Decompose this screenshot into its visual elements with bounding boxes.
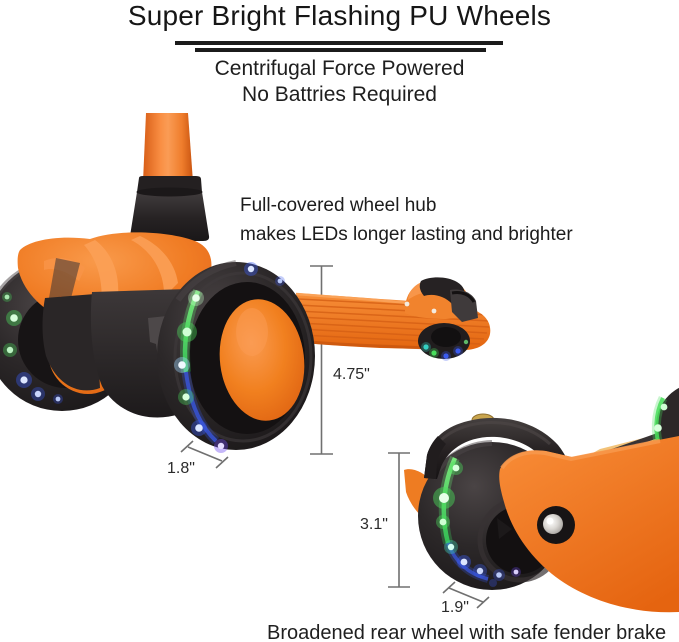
- dim-label-deck-height: 4.75": [333, 366, 370, 383]
- title-underline-bottom: [195, 48, 486, 52]
- dim-label-rear-wheel-width: 1.9": [441, 599, 469, 616]
- dim-line-rear-wheel-width: [442, 581, 490, 609]
- hub-annotation: Full-covered wheel hub makes LEDs longer…: [240, 191, 573, 249]
- dimension-lines: [180, 265, 490, 609]
- clamp: [129, 192, 210, 241]
- page-title: Super Bright Flashing PU Wheels: [127, 0, 552, 31]
- rear-wheel-small: [418, 323, 470, 361]
- axle-bolt: [543, 514, 563, 534]
- bottom-caption: Broadened rear wheel with safe fender br…: [267, 622, 667, 642]
- led-lights-left: [2, 292, 63, 404]
- dim-line-rear-wheel-height: [388, 452, 410, 588]
- clamp-collar: [137, 176, 202, 192]
- rear-fender-small: [404, 277, 478, 322]
- clamp-top-shadow: [136, 187, 203, 197]
- stem: [143, 113, 193, 182]
- fender-brake: [424, 417, 574, 479]
- dim-label-front-wheel-width: 1.8": [167, 460, 195, 477]
- front-right-wheel: [157, 260, 315, 453]
- hub-annotation-line1: Full-covered wheel hub: [240, 195, 437, 216]
- scooter-front-view: [0, 113, 491, 453]
- dim-line-front-wheel-width: [180, 440, 229, 469]
- subtitle-line1: Centrifugal Force Powered: [214, 57, 465, 80]
- subtitle-line2: No Battries Required: [242, 83, 437, 106]
- hub-annotation-line2: makes LEDs longer lasting and brighter: [240, 224, 573, 245]
- rear-wheel-closeup: [404, 387, 679, 613]
- rear-frame: [497, 436, 679, 613]
- dim-label-rear-wheel-height: 3.1": [360, 516, 388, 533]
- led-lights-rear: [433, 461, 521, 587]
- title-underline-top: [175, 41, 503, 45]
- led-lights: [174, 262, 285, 453]
